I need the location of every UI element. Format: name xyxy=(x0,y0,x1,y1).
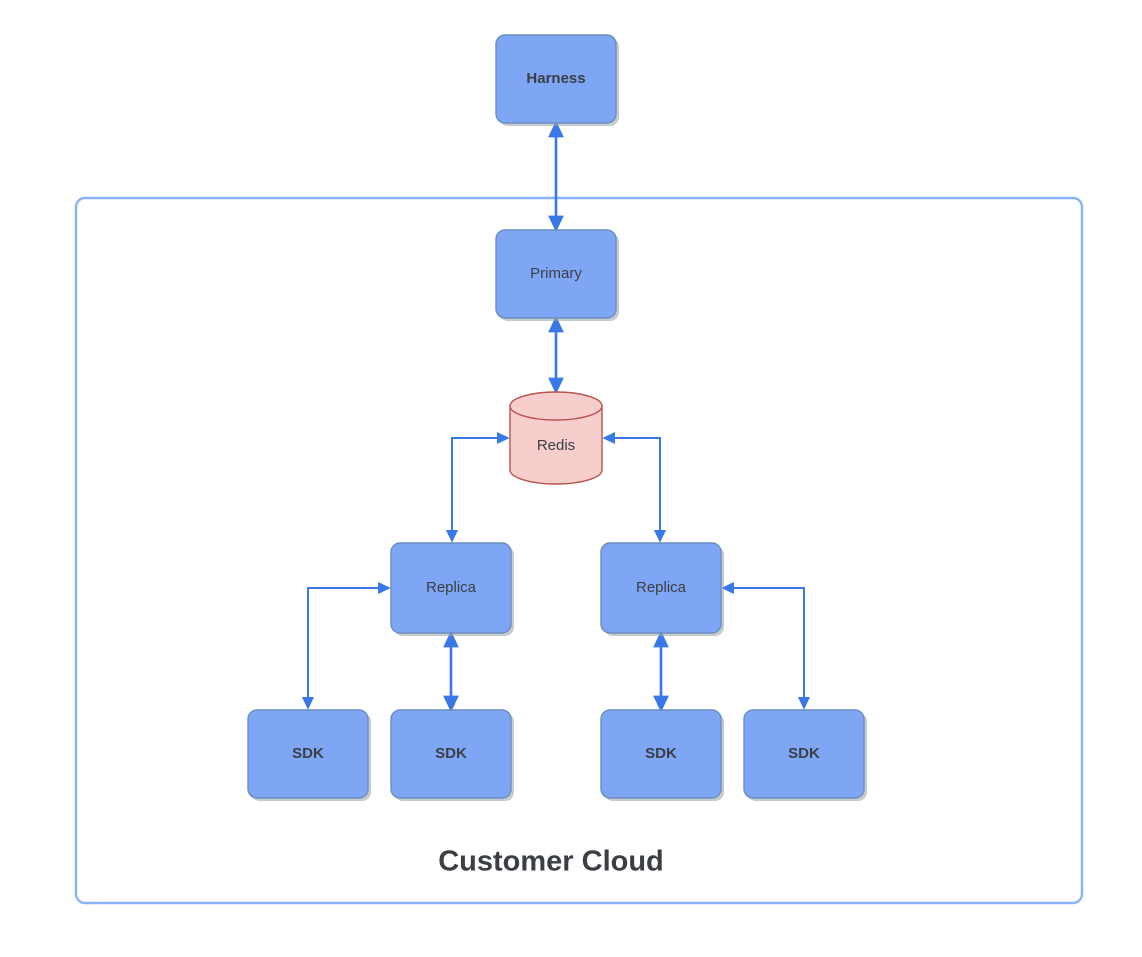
node-sdk-2[interactable]: SDK xyxy=(390,709,514,801)
sdk-3-box[interactable] xyxy=(600,709,722,799)
group-customer-cloud: Customer Cloud xyxy=(74,196,1084,905)
customer-cloud-label: Customer Cloud xyxy=(438,846,664,878)
replica-left-box[interactable] xyxy=(390,542,512,634)
node-replica-right[interactable]: Replica xyxy=(600,542,724,636)
primary-box[interactable] xyxy=(495,229,617,319)
sdk-2-label: SDK xyxy=(435,745,467,762)
node-replica-left[interactable]: Replica xyxy=(390,542,514,636)
replica-left-label: Replica xyxy=(426,579,477,596)
node-layer: Harness Primary Redis Replica xyxy=(247,34,867,801)
harness-label: Harness xyxy=(526,70,585,87)
replica-right-box[interactable] xyxy=(600,542,722,634)
edge-replica-left-sdk-1 xyxy=(301,581,391,710)
redis-label: Redis xyxy=(537,437,575,454)
customer-cloud-boundary xyxy=(74,196,1084,905)
redis-cylinder-body[interactable] xyxy=(509,405,603,485)
node-harness[interactable]: Harness xyxy=(495,34,619,126)
edge-redis-replica-left xyxy=(445,431,510,543)
node-primary[interactable]: Primary xyxy=(495,229,619,321)
edge-layer xyxy=(301,120,811,713)
primary-label: Primary xyxy=(530,265,582,282)
node-redis[interactable]: Redis xyxy=(509,391,603,485)
edge-replica-right-sdk-4 xyxy=(721,581,811,710)
sdk-4-label: SDK xyxy=(788,745,820,762)
harness-box[interactable] xyxy=(495,34,617,124)
redis-cylinder-top xyxy=(509,391,603,421)
node-sdk-1[interactable]: SDK xyxy=(247,709,371,801)
edge-redis-replica-right xyxy=(602,431,667,543)
replica-right-label: Replica xyxy=(636,579,687,596)
sdk-4-box[interactable] xyxy=(743,709,865,799)
sdk-3-label: SDK xyxy=(645,745,677,762)
sdk-1-box[interactable] xyxy=(247,709,369,799)
node-sdk-3[interactable]: SDK xyxy=(600,709,724,801)
sdk-2-box[interactable] xyxy=(390,709,512,799)
sdk-1-label: SDK xyxy=(292,745,324,762)
node-sdk-4[interactable]: SDK xyxy=(743,709,867,801)
